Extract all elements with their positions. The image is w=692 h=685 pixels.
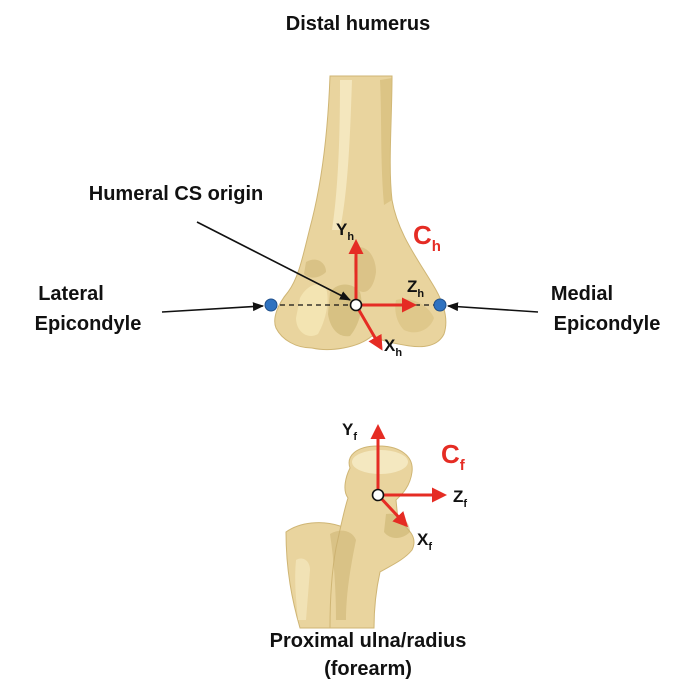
- humeral-x-letter: X: [384, 336, 396, 355]
- humeral-cs-label: Ch: [413, 220, 441, 255]
- svg-text:Yf: Yf: [342, 420, 357, 443]
- svg-text:Cf: Cf: [441, 439, 466, 474]
- humeral-y-subscript: h: [347, 231, 354, 243]
- medial-epicondyle-dot: [434, 299, 446, 311]
- forearm-x-axis-label: Xf: [417, 530, 432, 553]
- humeral-z-letter: Z: [407, 277, 417, 296]
- forearm-z-subscript: f: [463, 498, 467, 510]
- humeral-y-letter: Y: [336, 220, 348, 239]
- forearm-bone: [286, 446, 414, 628]
- medial-epicondyle-label-line2: Epicondyle: [554, 313, 661, 335]
- distal-humerus-title: Distal humerus: [286, 13, 430, 35]
- forearm-cs-label: Cf: [441, 439, 466, 474]
- medial-pointer-arrow: [448, 306, 538, 312]
- forearm-y-axis-label: Yf: [342, 420, 357, 443]
- forearm-cs-origin-point: [373, 490, 384, 501]
- lateral-epicondyle-label-line1: Lateral: [38, 283, 104, 305]
- humeral-z-subscript: h: [417, 288, 424, 300]
- lateral-pointer-arrow: [162, 306, 263, 312]
- forearm-z-axis-label: Zf: [453, 487, 467, 510]
- forearm-y-letter: Y: [342, 420, 354, 439]
- svg-text:Ch: Ch: [413, 220, 441, 255]
- forearm-title-line1: Proximal ulna/radius: [270, 630, 467, 652]
- forearm-y-subscript: f: [353, 431, 357, 443]
- humeral-cs-origin-point: [351, 300, 362, 311]
- humeral-x-subscript: h: [395, 347, 402, 359]
- svg-text:Xf: Xf: [417, 530, 432, 553]
- humeral-cs-origin-label: Humeral CS origin: [89, 183, 263, 205]
- forearm-x-letter: X: [417, 530, 429, 549]
- humeral-cs-subscript: h: [432, 238, 441, 255]
- medial-epicondyle-label-line1: Medial: [551, 283, 613, 305]
- lateral-epicondyle-label-line2: Epicondyle: [35, 313, 142, 335]
- humeral-cs-letter: C: [413, 220, 432, 250]
- forearm-x-subscript: f: [428, 541, 432, 553]
- lateral-epicondyle-dot: [265, 299, 277, 311]
- forearm-title-line2: (forearm): [324, 658, 412, 680]
- forearm-cs-subscript: f: [460, 457, 466, 474]
- forearm-z-letter: Z: [453, 487, 463, 506]
- forearm-cs-letter: C: [441, 439, 460, 469]
- svg-text:Zf: Zf: [453, 487, 467, 510]
